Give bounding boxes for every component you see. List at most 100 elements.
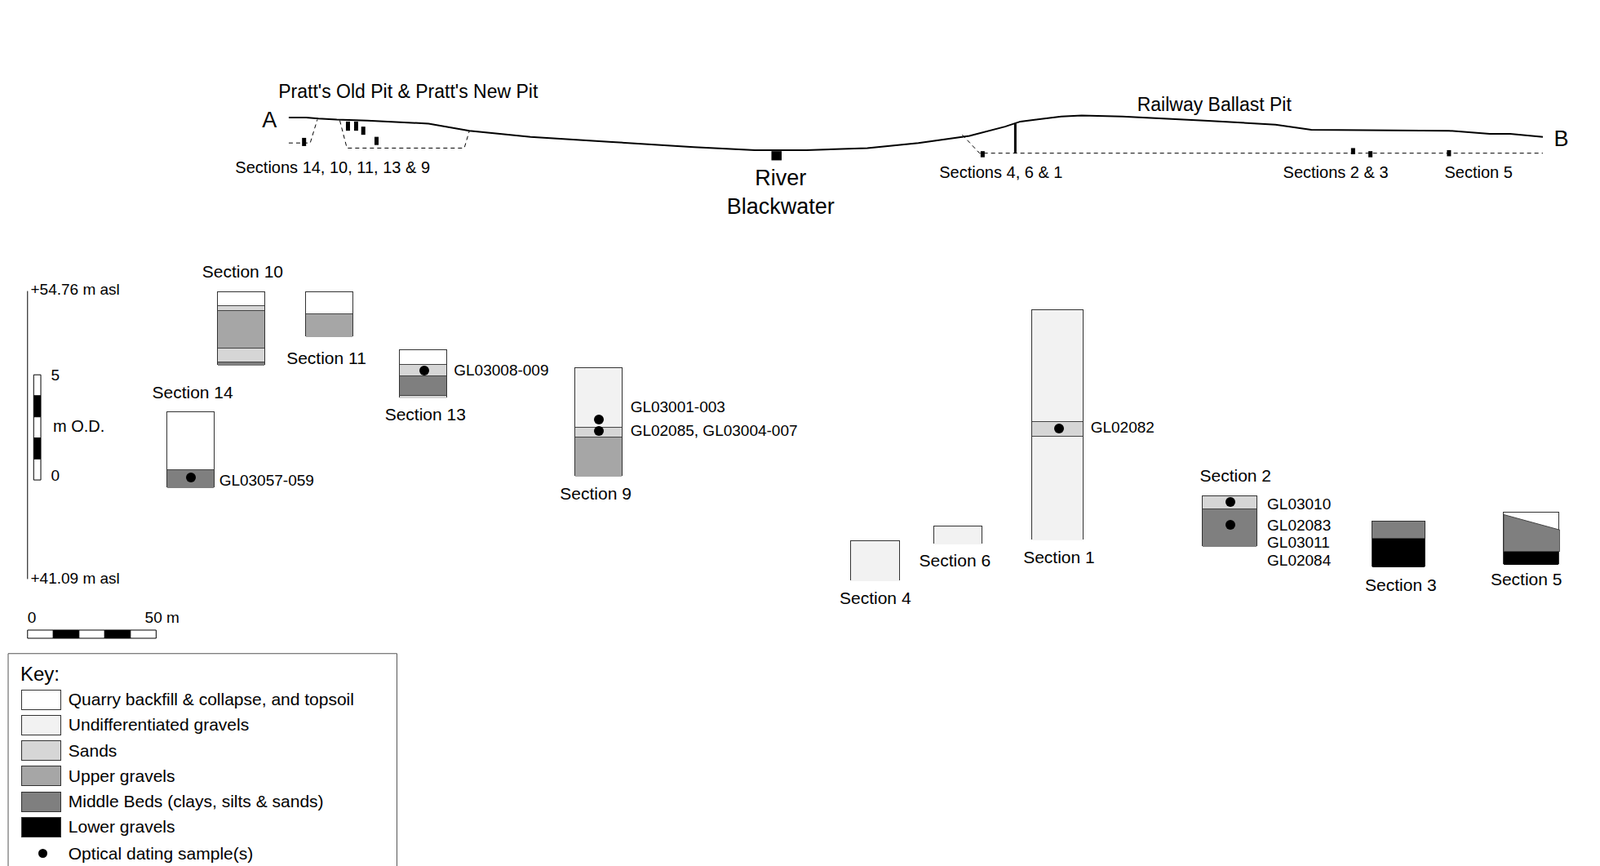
stratum-layer: [1032, 310, 1083, 422]
stratum-layer: [934, 526, 982, 544]
section-column: Section 10: [217, 291, 266, 365]
legend-text: Sands: [68, 740, 118, 760]
horizontal-scale-bar: [27, 629, 157, 639]
section-column: Section 13GL03008-009: [398, 349, 448, 398]
section-label: Section 2: [1199, 465, 1272, 485]
legend-text: Optical dating sample(s): [68, 843, 253, 863]
annotation-label: Key:: [20, 663, 60, 685]
pit-face: [1014, 123, 1017, 153]
scale-segment: [33, 374, 41, 396]
section-column: Section 9GL03001-003GL02085, GL03004-007: [574, 367, 623, 476]
stratum-layer: [305, 292, 353, 314]
section-marker: [354, 121, 359, 131]
section-column: Section 6: [933, 525, 983, 543]
annotation-label: +41.09 m asl: [31, 570, 120, 588]
section-label: Section 13: [385, 404, 466, 424]
section-marker: [361, 126, 366, 135]
sample-code: GL02082: [1090, 419, 1155, 437]
section-marker: [980, 150, 985, 158]
section-marker: [1446, 150, 1451, 157]
annotation-label: 0: [51, 467, 61, 485]
scale-segment: [27, 629, 54, 639]
section-label: Section 3: [1365, 575, 1437, 594]
scale-segment: [79, 629, 106, 639]
legend-text: Undifferentiated gravels: [68, 715, 249, 735]
legend-swatch: [21, 765, 62, 786]
section-column: Section 1GL02082: [1031, 309, 1084, 540]
annotation-label: River Blackwater: [711, 163, 851, 222]
annotation-label: m O.D.: [53, 416, 105, 435]
section-label: Section 5: [1490, 570, 1563, 590]
annotation-label: +54.76 m asl: [31, 281, 120, 299]
annotation-label: A: [261, 108, 277, 133]
scale-segment: [104, 629, 131, 639]
section-label: Section 6: [919, 550, 992, 570]
section-label: Section 10: [202, 261, 284, 281]
legend-swatch: [21, 791, 62, 812]
stratum-layer: [167, 412, 214, 470]
sample-code: GL03011: [1267, 534, 1330, 552]
sample-code: GL03010: [1267, 495, 1331, 513]
section-marker: [345, 121, 351, 131]
section-label: Section 9: [559, 484, 632, 504]
sample-code: GL03001-003: [630, 398, 726, 417]
stratum-wedge: [1503, 512, 1561, 565]
stratum-layer: [1032, 435, 1083, 541]
stratum-layer: [305, 313, 353, 337]
pit-outline: [339, 120, 470, 149]
section-column: Section 2GL03010GL02083GL03011GL02084: [1201, 495, 1258, 547]
dating-sample-dot: [1225, 519, 1236, 530]
legend-dot-symbol: [38, 848, 48, 858]
section-column: Section 4: [850, 540, 900, 581]
stratum-layer: [1503, 550, 1559, 564]
scale-segment: [33, 458, 41, 480]
legend-text: Middle Beds (clays, silts & sands): [68, 792, 324, 812]
stratum-layer: [399, 394, 447, 399]
sample-code: GL02085, GL03004-007: [630, 421, 798, 439]
section-marker: [1351, 147, 1356, 155]
section-column: Section 3: [1371, 520, 1426, 567]
stratum-layer: [217, 361, 265, 366]
section-label: Section 4: [839, 588, 912, 608]
legend-swatch: [21, 714, 62, 736]
stratum-wedge-fill: [1503, 514, 1561, 551]
section-marker: [301, 137, 306, 147]
stratum-layer: [217, 292, 265, 306]
annotation-label: Sections 2 & 3: [1283, 163, 1389, 182]
stratum-layer: [1372, 521, 1425, 538]
section-label: Section 14: [151, 383, 233, 403]
legend-text: Upper gravels: [68, 766, 176, 785]
stratum-layer: [1372, 537, 1425, 568]
sample-code: GL02084: [1267, 551, 1331, 569]
legend-text: Lower gravels: [68, 817, 176, 837]
legend-swatch: [21, 689, 62, 710]
section-label: Section 1: [1023, 547, 1095, 567]
sample-code: GL03057-059: [219, 472, 315, 490]
section-column: Section 5: [1502, 511, 1560, 564]
vertical-scale-bar: [33, 374, 41, 480]
section-marker: [1368, 150, 1373, 158]
scale-segment: [33, 438, 41, 460]
scale-segment: [33, 395, 41, 417]
section-label: Section 11: [286, 348, 367, 368]
stratum-layer: [850, 540, 900, 581]
section-column: Section 11: [305, 291, 354, 337]
ground-profile: [288, 115, 1543, 151]
annotation-label: 0: [27, 609, 37, 627]
stratum-layer: [217, 347, 265, 361]
sample-code: GL03008-009: [453, 361, 549, 379]
dating-sample-dot: [186, 472, 196, 483]
scale-segment: [33, 416, 41, 439]
stratum-layer: [217, 310, 265, 348]
legend-swatch: [21, 740, 62, 761]
annotation-label: Sections 4, 6 & 1: [939, 163, 1063, 182]
annotation-label: 5: [51, 367, 61, 385]
section-marker: [374, 137, 379, 146]
dating-sample-dot: [593, 425, 604, 436]
legend-swatch: [21, 816, 62, 838]
scale-segment: [53, 629, 80, 639]
stratum-layer: [399, 350, 447, 365]
annotation-label: B: [1553, 128, 1569, 153]
annotation-label: Pratt's Old Pit & Pratt's New Pit: [278, 81, 538, 102]
